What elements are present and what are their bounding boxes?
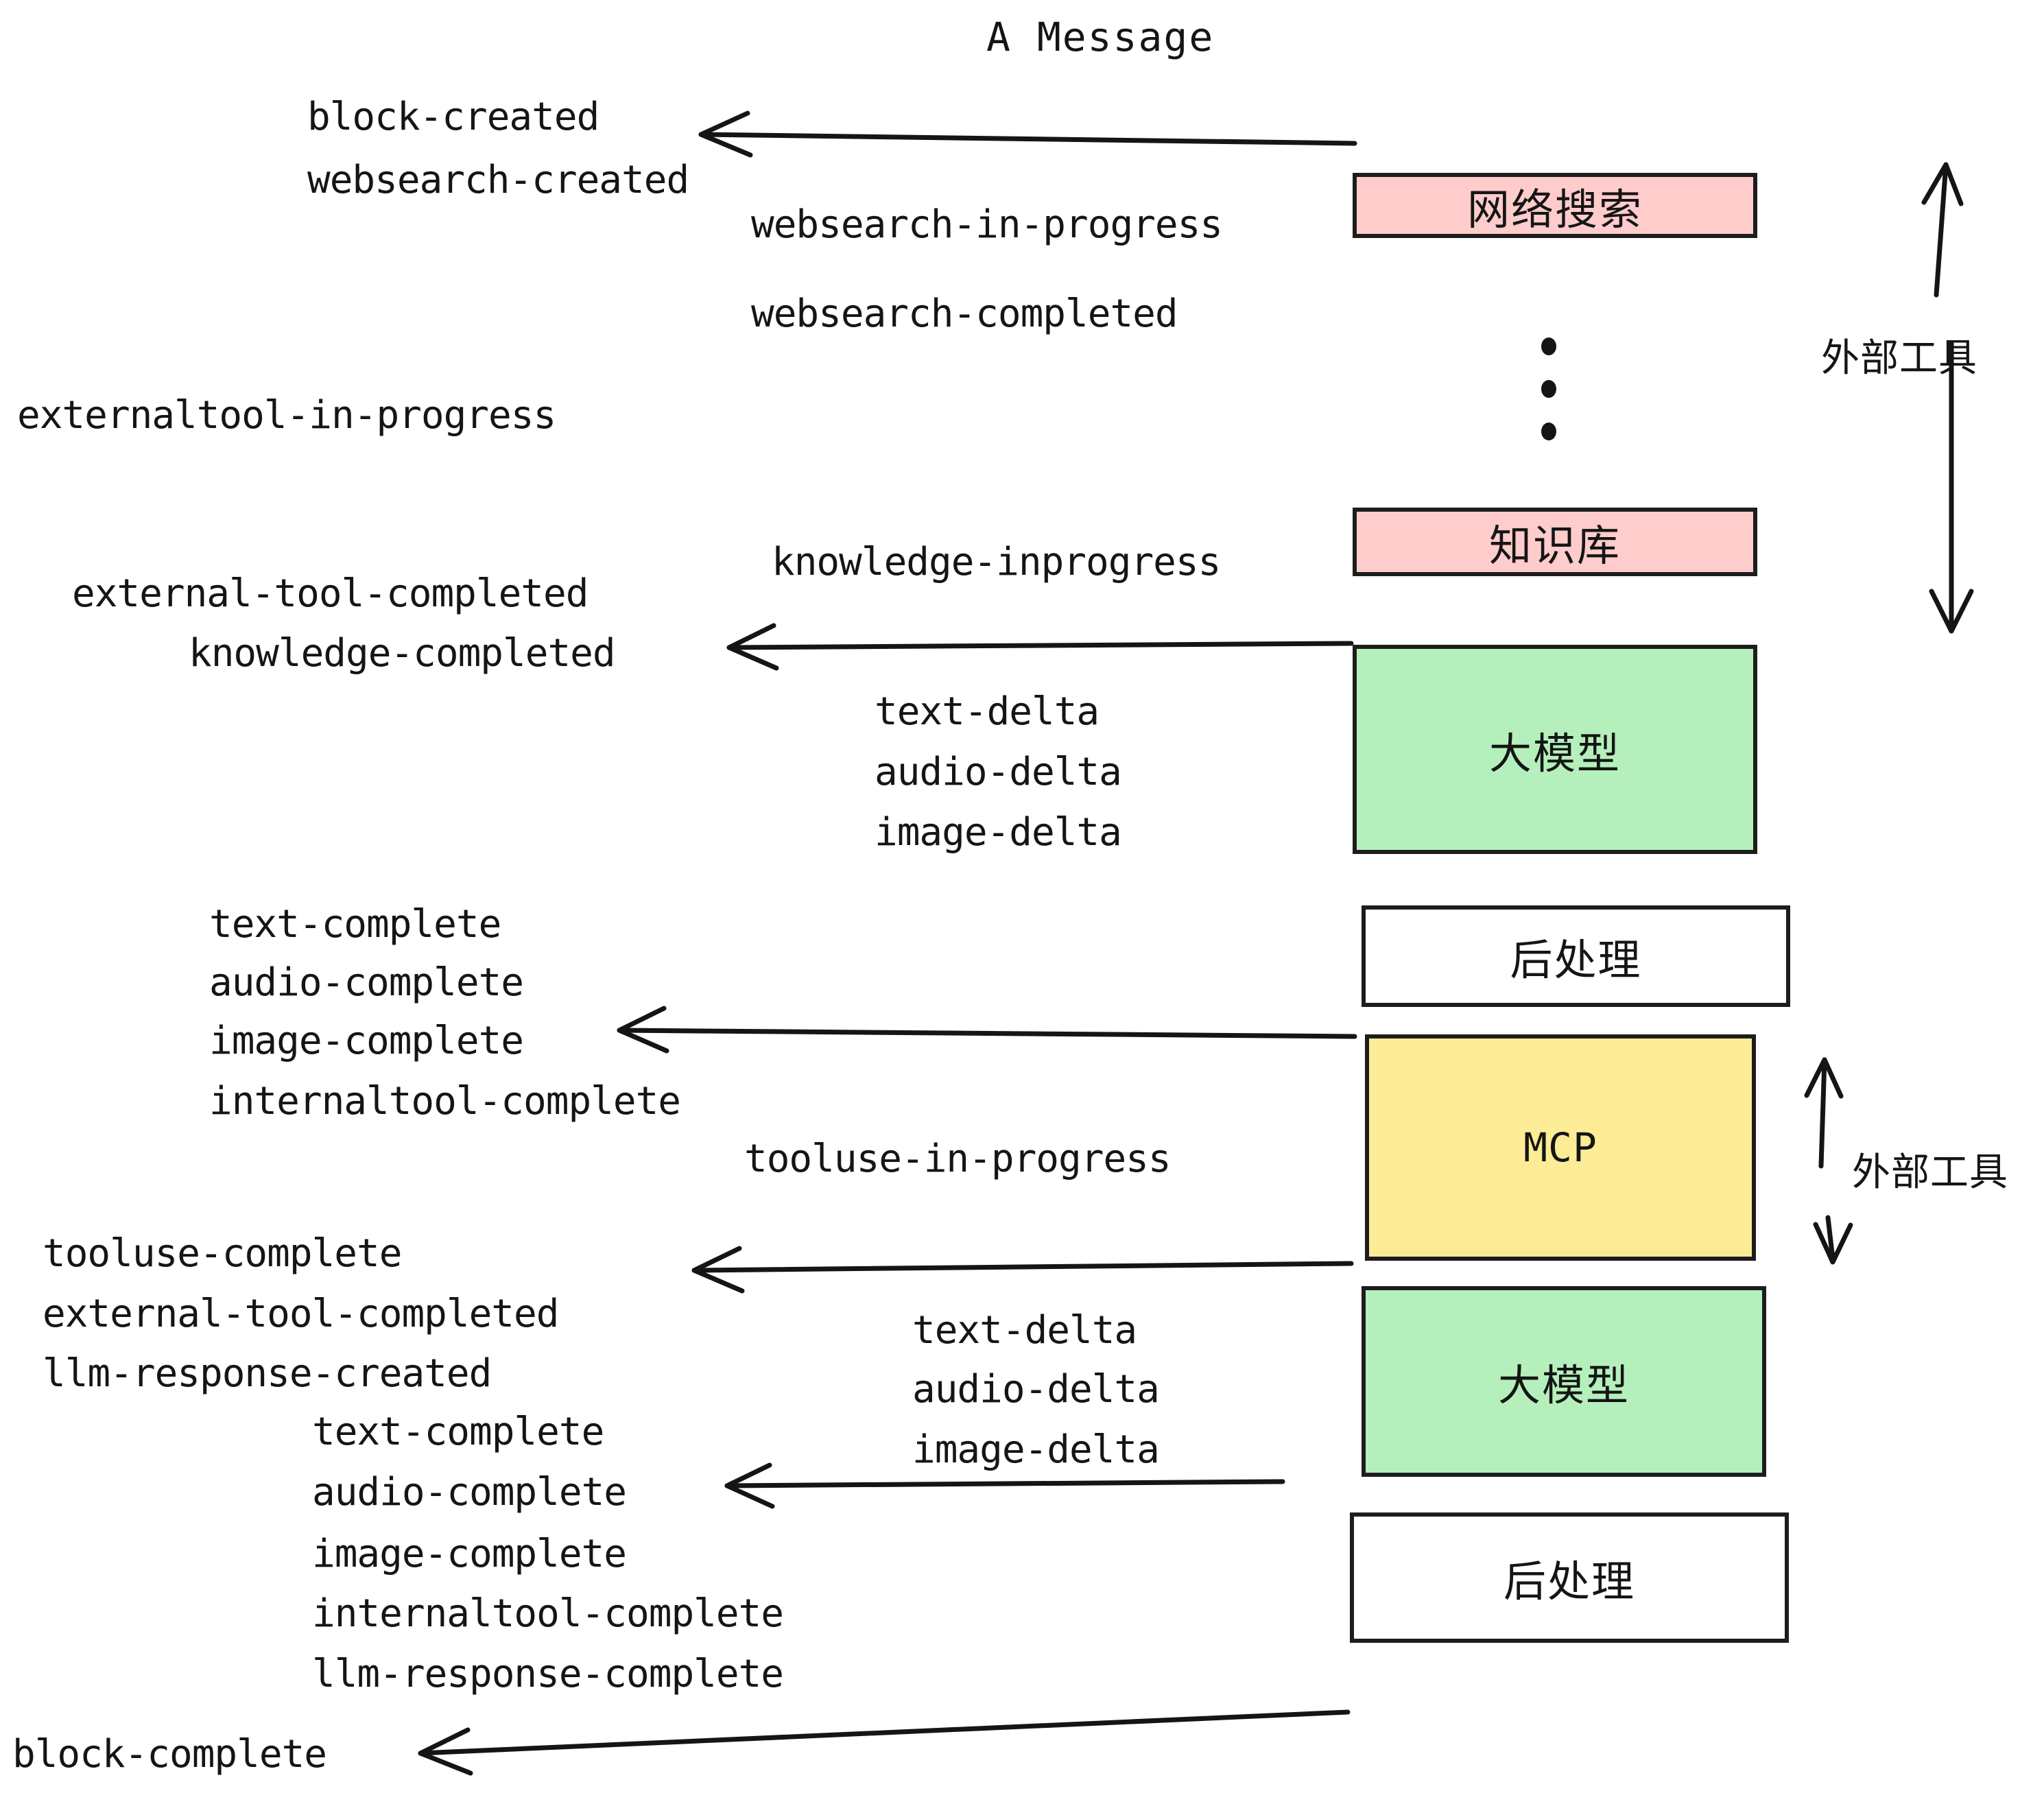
- arrow-websearch-to-block-created: [698, 110, 1357, 158]
- group-label-external-tools-top: 外部工具: [1821, 336, 1977, 381]
- event-audio-delta-1: audio-delta: [875, 750, 1122, 794]
- arrow-knowledge-to-knowledge-completed: [726, 623, 1354, 671]
- node-websearch[interactable]: 网络搜索: [1353, 173, 1757, 238]
- node-websearch-label: 网络搜索: [1466, 184, 1643, 235]
- event-image-complete-1: image-complete: [209, 1019, 524, 1063]
- event-block-created: block-created: [307, 95, 599, 139]
- event-knowledge-inprogress: knowledge-inprogress: [772, 540, 1221, 584]
- event-image-delta-1: image-delta: [875, 810, 1122, 855]
- node-llm-lower[interactable]: 大模型: [1362, 1286, 1766, 1477]
- node-knowledge-label: 知识库: [1488, 521, 1621, 571]
- node-mcp-label: MCP: [1523, 1124, 1597, 1171]
- event-tooluse-in-progress: tooluse-in-progress: [744, 1137, 1172, 1181]
- event-audio-complete-1: audio-complete: [209, 960, 524, 1005]
- arrow-external-tools-down: [1929, 340, 1974, 634]
- event-audio-delta-2: audio-delta: [912, 1367, 1160, 1412]
- node-postprocess-upper-label: 后处理: [1510, 935, 1642, 985]
- node-llm-upper-label: 大模型: [1488, 728, 1621, 779]
- node-postprocess-lower-label: 后处理: [1503, 1556, 1635, 1606]
- node-mcp[interactable]: MCP: [1365, 1034, 1756, 1261]
- event-tooluse-complete: tooluse-complete: [43, 1231, 402, 1276]
- arrow-external-tools-mcp-down: [1813, 1215, 1853, 1265]
- node-knowledge[interactable]: 知识库: [1353, 508, 1757, 576]
- arrow-external-tools-mcp-up: [1804, 1057, 1844, 1169]
- diagram-title: A Message: [986, 14, 1215, 60]
- event-websearch-completed: websearch-completed: [751, 292, 1178, 336]
- event-llm-response-complete: llm-response-complete: [312, 1652, 784, 1696]
- event-block-complete: block-complete: [12, 1732, 327, 1777]
- event-text-complete-1: text-complete: [209, 902, 501, 947]
- event-text-delta-1: text-delta: [875, 689, 1100, 734]
- event-audio-complete-2: audio-complete: [312, 1470, 627, 1515]
- arrow-mcp-to-image-complete: [617, 1006, 1357, 1054]
- event-text-delta-2: text-delta: [912, 1308, 1137, 1353]
- node-llm-upper[interactable]: 大模型: [1353, 645, 1757, 854]
- event-external-tool-completed-1: external-tool-completed: [72, 571, 589, 616]
- event-internaltool-complete-2: internaltool-complete: [312, 1591, 784, 1636]
- event-text-complete-2: text-complete: [312, 1410, 604, 1454]
- event-image-delta-2: image-delta: [912, 1427, 1160, 1472]
- event-websearch-in-progress: websearch-in-progress: [751, 202, 1223, 247]
- arrow-mcp-to-tooluse-complete: [691, 1246, 1354, 1294]
- event-websearch-created: websearch-created: [307, 158, 689, 202]
- event-image-complete-2: image-complete: [312, 1532, 627, 1576]
- arrow-postprocess-to-block-complete: [418, 1709, 1351, 1776]
- arrow-external-tools-up: [1921, 162, 1964, 298]
- vertical-ellipsis-icon: [1540, 337, 1558, 440]
- node-postprocess-lower[interactable]: 后处理: [1350, 1512, 1789, 1643]
- event-llm-response-created: llm-response-created: [43, 1351, 492, 1396]
- group-label-external-tools-mcp: 外部工具: [1852, 1150, 2008, 1195]
- node-llm-lower-label: 大模型: [1497, 1360, 1630, 1410]
- node-postprocess-upper[interactable]: 后处理: [1362, 905, 1790, 1007]
- event-internaltool-complete-1: internaltool-complete: [209, 1079, 681, 1124]
- event-external-tool-completed-2: external-tool-completed: [43, 1292, 559, 1336]
- event-knowledge-completed: knowledge-completed: [189, 631, 616, 676]
- event-externaltool-in-progress: externaltool-in-progress: [17, 393, 556, 438]
